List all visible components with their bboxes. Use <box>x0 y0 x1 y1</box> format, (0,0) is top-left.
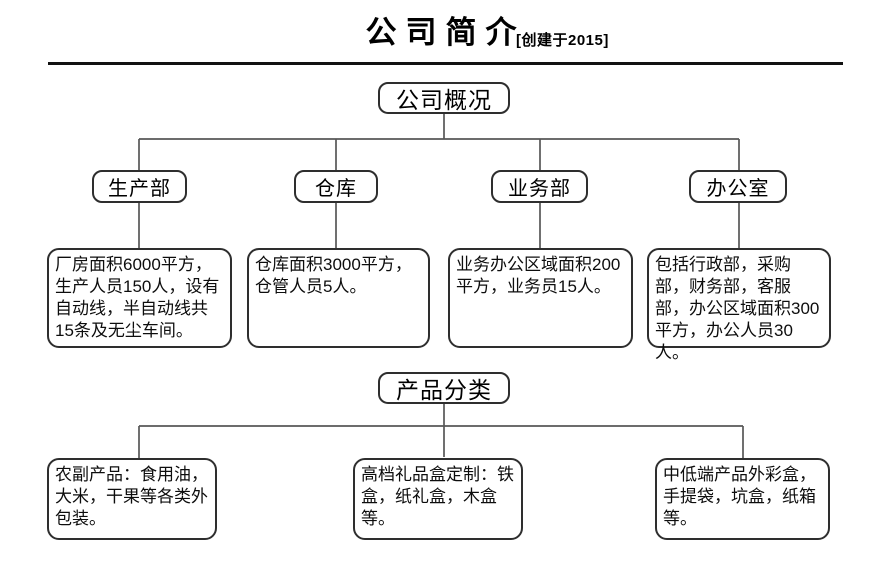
node-company-overview: 公司概况 <box>378 82 510 114</box>
page-title: 公司简介 <box>365 15 526 50</box>
node-business-dept: 业务部 <box>491 170 588 203</box>
page-header: 公司简介 [创建于2015] <box>0 10 891 62</box>
node-production-dept: 生产部 <box>92 170 187 203</box>
node-warehouse: 仓库 <box>294 170 378 203</box>
node-warehouse-label: 仓库 <box>315 178 357 200</box>
node-office: 办公室 <box>689 170 787 203</box>
founded-year-note: [创建于2015] <box>516 32 609 49</box>
node-office-label: 办公室 <box>706 178 770 200</box>
node-production-dept-label: 生产部 <box>108 178 171 200</box>
node-company-overview-label: 公司概况 <box>396 87 492 113</box>
office-description: 包括行政部，采购部，财务部，客服部，办公区域面积300平方，办公人员30人。 <box>647 248 831 362</box>
title-divider <box>48 62 843 65</box>
product-lowend-description: 中低端产品外彩盒，手提袋，坑盒，纸箱等。 <box>655 458 830 540</box>
warehouse-description: 仓库面积3000平方，仓管人员5人。 <box>247 248 430 348</box>
node-product-categories: 产品分类 <box>378 372 510 404</box>
product-agricultural-description: 农副产品：食用油，大米，干果等各类外包装。 <box>47 458 217 540</box>
node-business-dept-label: 业务部 <box>508 178 571 200</box>
production-dept-description: 厂房面积6000平方，生产人员150人，设有自动线，半自动线共15条及无尘车间。 <box>47 248 232 348</box>
node-product-categories-label: 产品分类 <box>396 377 492 403</box>
product-giftbox-description: 高档礼品盒定制：铁盒，纸礼盒，木盒等。 <box>353 458 523 540</box>
business-dept-description: 业务办公区域面积200平方，业务员15人。 <box>448 248 633 348</box>
